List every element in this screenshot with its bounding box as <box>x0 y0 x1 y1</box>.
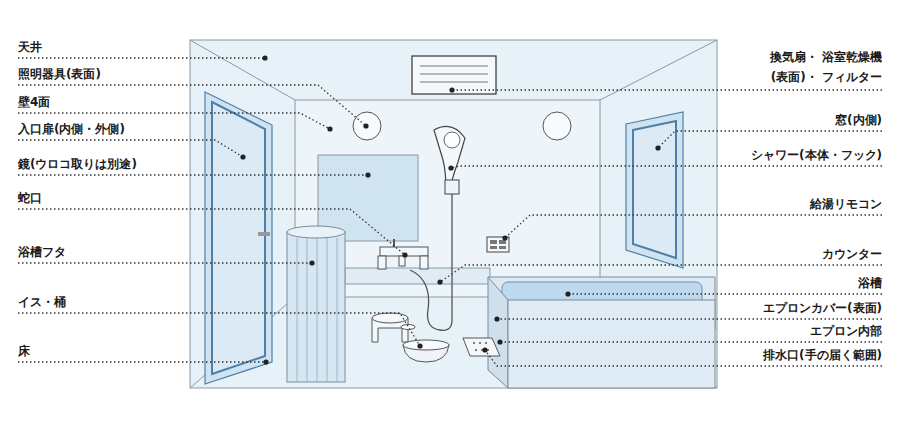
light <box>353 112 381 140</box>
callout-label: 浴槽フタ <box>16 244 68 260</box>
window <box>626 112 683 268</box>
callout-label: イス・桶 <box>16 294 68 310</box>
callout-label: 入口扉(内側・外側) <box>16 121 127 137</box>
leader-lines <box>18 58 882 366</box>
callout-label: 換気扇・ 浴室乾燥機(表面)・ フィルター <box>730 47 884 87</box>
ventilation-fan <box>412 56 496 94</box>
room-outline <box>190 40 717 388</box>
callout-label: 蛇口 <box>16 190 44 206</box>
door <box>205 92 272 384</box>
callout-label: 排水口(手の届く範囲) <box>761 347 884 363</box>
callout-label: 壁4面 <box>16 94 52 110</box>
callout-label: 窓(内側) <box>833 112 884 128</box>
light <box>543 112 571 140</box>
callout-label: 浴槽 <box>856 275 884 291</box>
bath-lid <box>287 232 345 382</box>
shower-hook <box>445 180 459 194</box>
callout-label: 天井 <box>16 39 44 55</box>
callout-label: 床 <box>16 343 32 359</box>
callout-label: 鏡(ウロコ取りは別途) <box>16 156 139 172</box>
callout-label: カウンター <box>820 246 884 262</box>
callout-label: 給湯リモコン <box>808 196 884 212</box>
callout-label: シャワー(本体・フック) <box>749 147 884 163</box>
shower-hose <box>410 190 452 330</box>
room <box>190 40 717 388</box>
callout-label: エプロンカバー(表面) <box>761 300 884 316</box>
apron-cover <box>508 300 715 388</box>
callout-label: 照明器具(表面) <box>16 66 103 82</box>
callout-label: エプロン内部 <box>808 323 884 339</box>
leader-dots <box>240 55 660 364</box>
counter <box>345 268 490 284</box>
drain <box>463 338 500 356</box>
